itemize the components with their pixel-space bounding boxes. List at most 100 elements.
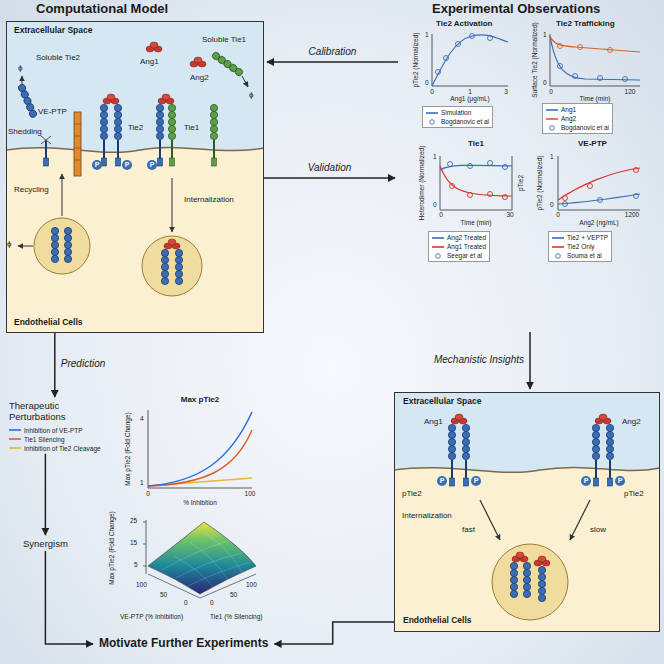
legend-text: Tie2 Only bbox=[567, 243, 595, 250]
legend-sample bbox=[552, 235, 564, 241]
connector bbox=[274, 622, 394, 644]
label-text: 1 bbox=[425, 32, 429, 39]
label-text: Ang1 bbox=[140, 58, 159, 66]
legend-text: Souma et al bbox=[567, 252, 602, 259]
legend-box: Ang2 TreatedAng1 TreatedSeegar et al bbox=[428, 231, 490, 262]
label-text: 3 bbox=[504, 89, 508, 96]
label-text: Tie1 bbox=[184, 124, 199, 132]
label-text: 0 bbox=[556, 212, 560, 219]
legend-box: Inhibition of VE-PTPTie1 SilencingInhibi… bbox=[9, 426, 101, 453]
label-text: Ang1 bbox=[424, 418, 443, 426]
node-text: Extracellular Space bbox=[14, 26, 92, 35]
axis-title: pTie2 (Normalized) bbox=[537, 155, 544, 210]
label-text: fast bbox=[462, 526, 475, 534]
legend-item: Tie2 + VEPTP bbox=[552, 233, 608, 242]
legend-text: Ang2 Treated bbox=[447, 234, 486, 241]
label-text: 4 bbox=[140, 416, 144, 423]
connector bbox=[54, 333, 56, 397]
phospho-mark: P bbox=[437, 476, 447, 486]
legend-item: Inhibition of VE-PTP bbox=[9, 426, 101, 435]
label-text: 1 bbox=[550, 154, 554, 161]
label-text: slow bbox=[590, 526, 606, 534]
legend-text: Ang1 bbox=[561, 106, 576, 113]
label-text: 100 bbox=[246, 582, 257, 589]
legend-item: Ang2 bbox=[546, 114, 609, 123]
legend-text: Seegar et al bbox=[447, 252, 482, 259]
label-text: 0 bbox=[543, 80, 547, 87]
axis-title: Surface Tie2 (Normalized) bbox=[532, 22, 539, 98]
legend-sample bbox=[9, 445, 21, 451]
connector bbox=[267, 61, 398, 63]
label-text: Tie2 Activation bbox=[436, 20, 492, 28]
connector bbox=[45, 454, 47, 535]
axis-title: pTie2 bbox=[518, 175, 525, 191]
legend-item: Souma et al bbox=[552, 251, 608, 260]
legend-sample bbox=[546, 107, 558, 113]
label-text: 0 bbox=[210, 600, 214, 607]
legend-text: Ang1 Treated bbox=[447, 243, 486, 250]
label-text: % Inhibition bbox=[183, 500, 217, 507]
label-text: Tie2 Trafficking bbox=[556, 20, 615, 28]
label-text: 0 bbox=[433, 202, 437, 209]
label-text: 100 bbox=[245, 491, 256, 498]
phospho-mark: P bbox=[581, 476, 591, 486]
legend-sample bbox=[552, 253, 564, 259]
legend-box: Ang1Ang2Bogdanovic et al bbox=[542, 103, 613, 134]
label-text: Ang1 (μg/mL) bbox=[450, 96, 490, 103]
phospho-mark: P bbox=[471, 476, 481, 486]
label-text: ϕ bbox=[249, 91, 253, 99]
label-text: 0 bbox=[549, 89, 553, 96]
legend-item: Ang2 Treated bbox=[432, 233, 486, 242]
edge-label: Prediction bbox=[61, 359, 105, 369]
legend-item: Seegar et al bbox=[432, 251, 486, 260]
label-text: Max pTie2 bbox=[181, 396, 220, 404]
label-text: 1 bbox=[468, 89, 472, 96]
connector bbox=[264, 177, 395, 179]
label-text: VE-PTP (% Inhibition) bbox=[120, 614, 183, 621]
node-box: Motivate Further Experiments bbox=[96, 636, 271, 652]
legend-sample bbox=[552, 244, 564, 250]
label-text: VE-PTP bbox=[38, 108, 67, 116]
legend-sample bbox=[9, 427, 21, 433]
edge-label: Validation bbox=[308, 163, 352, 173]
label-text: VE-PTP bbox=[578, 140, 607, 148]
legend-sample bbox=[432, 244, 444, 250]
node-text: Therapeutic Perturbations bbox=[9, 401, 83, 423]
node-text: Experimental Observations bbox=[432, 2, 600, 16]
label-text: 1200 bbox=[625, 212, 639, 219]
axis-title: pTie2 (Normalized) bbox=[413, 32, 420, 87]
label-text: Ang2 (ng/mL) bbox=[579, 220, 618, 227]
label-text: 30 bbox=[506, 212, 513, 219]
edge-label: Calibration bbox=[309, 47, 357, 57]
legend-sample bbox=[546, 116, 558, 122]
phospho-mark: P bbox=[147, 160, 157, 170]
connector bbox=[529, 332, 531, 389]
label-text: 1 bbox=[543, 32, 547, 39]
legend-text: Tie1 Silencing bbox=[24, 436, 65, 443]
legend-text: Simulation bbox=[441, 109, 471, 116]
label-text: 0 bbox=[425, 80, 429, 87]
node-box: Computational ModelExtracellular SpaceEn… bbox=[6, 2, 264, 333]
label-text: Ang2 bbox=[190, 74, 209, 82]
legend-item: Simulation bbox=[426, 108, 489, 117]
node-text: Endothelial Cells bbox=[14, 318, 83, 327]
label-text: pTie2 bbox=[402, 490, 422, 498]
legend-sample bbox=[426, 110, 438, 116]
label-text: Time (min) bbox=[461, 220, 492, 227]
legend-sample bbox=[9, 436, 21, 442]
node-box: Therapeutic PerturbationsInhibition of V… bbox=[6, 400, 104, 454]
phospho-mark: P bbox=[122, 160, 132, 170]
legend-item: Bogdanovic et al bbox=[426, 117, 489, 126]
legend-sample bbox=[432, 235, 444, 241]
label-text: 0 bbox=[184, 600, 188, 607]
legend-item: Tie1 Silencing bbox=[9, 435, 101, 444]
axis-title: Max pTie2 (Fold Change) bbox=[109, 511, 116, 584]
legend-item: Bogdanovic et al bbox=[546, 123, 609, 132]
label-text: pTie2 bbox=[624, 490, 644, 498]
label-text: Soluble Tie1 bbox=[202, 36, 246, 44]
label-text: 50 bbox=[230, 592, 237, 599]
label-text: 5 bbox=[134, 562, 138, 569]
label-text: 100 bbox=[136, 582, 147, 589]
label-text: Shedding bbox=[8, 128, 42, 136]
